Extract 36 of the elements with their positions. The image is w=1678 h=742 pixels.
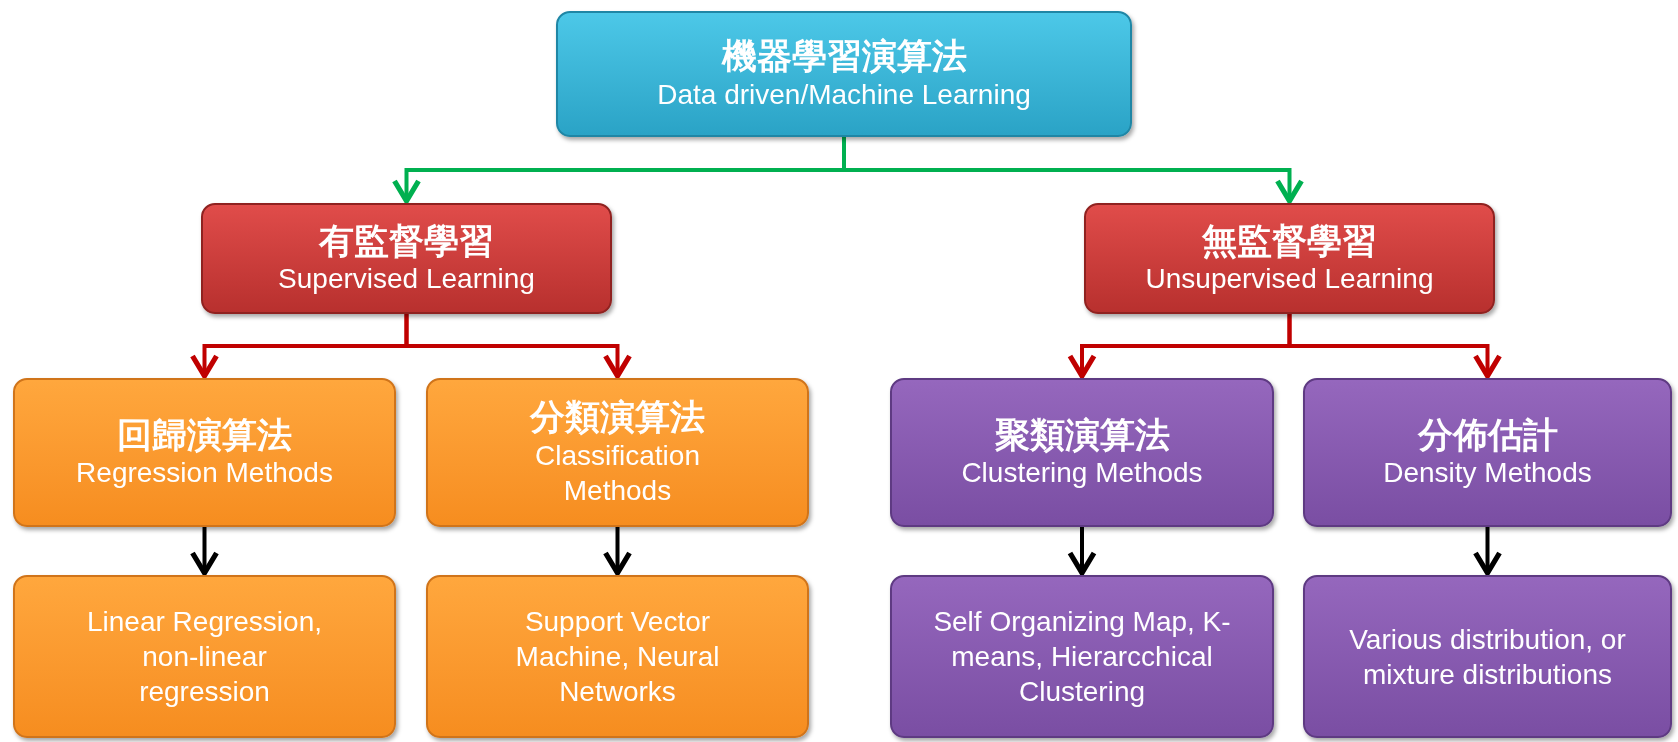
arrow: [1067, 525, 1097, 576]
arrow: [1287, 314, 1503, 379]
chinese-heading: 回歸演算法: [117, 414, 292, 456]
chinese-heading: 無監督學習: [1202, 220, 1377, 262]
english-label: Support Vector Machine, Neural Networks: [514, 605, 721, 709]
category-box: [1084, 203, 1495, 314]
english-label: Classification Methods: [534, 438, 701, 508]
method-box: [426, 575, 809, 738]
chinese-heading: 機器學習演算法: [721, 36, 967, 77]
english-label: Self Organizing Map, K-means, Hierarcchical Clustering: [932, 605, 1232, 709]
method-box: [890, 378, 1274, 527]
root-box: [556, 11, 1132, 137]
arrow: [602, 525, 633, 576]
chinese-heading: 聚類演算法: [994, 414, 1170, 456]
english-label: Unsupervised Learning: [1145, 262, 1434, 297]
english-label: Regression Methods: [76, 456, 333, 491]
chinese-heading: 分佈估計: [1417, 414, 1558, 456]
english-label: Clustering Methods: [961, 456, 1203, 491]
method-box: [1303, 575, 1672, 738]
arrow: [404, 314, 633, 379]
arrow: [842, 137, 1305, 204]
english-label: Various distribution, or mixture distributions: [1348, 622, 1627, 692]
chinese-heading: 有監督學習: [319, 220, 494, 262]
arrow: [1472, 525, 1503, 576]
method-box: [890, 575, 1274, 738]
english-label: Linear Regression, non-linear regression: [86, 605, 323, 709]
method-box: [1303, 378, 1672, 527]
method-box: [13, 378, 396, 527]
method-box: [13, 575, 396, 738]
method-box: [426, 378, 809, 527]
category-box: [201, 203, 612, 314]
arrow: [189, 525, 220, 576]
english-label: Density Methods: [1383, 456, 1592, 491]
chinese-heading: 分類演算法: [530, 397, 705, 438]
english-label: Data driven/Machine Learning: [657, 77, 1031, 112]
english-label: Supervised Learning: [278, 262, 535, 297]
